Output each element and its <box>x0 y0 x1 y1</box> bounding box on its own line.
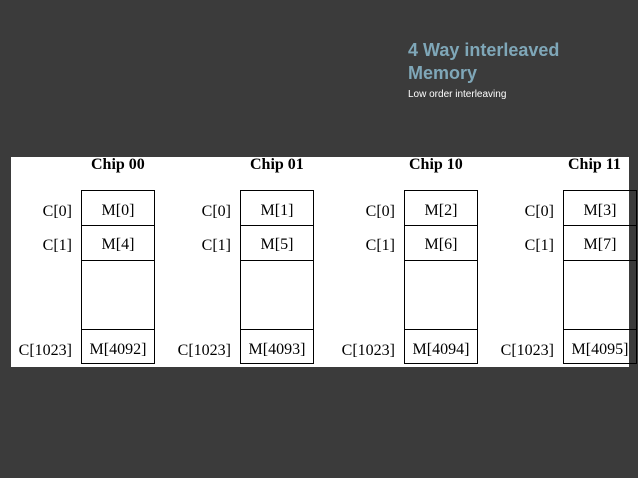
chip-row-label: C[1] <box>365 237 395 254</box>
memory-cell: M[6] <box>424 236 458 253</box>
cell-divider <box>405 225 477 226</box>
cell-divider <box>564 260 636 261</box>
chip-title: Chip 01 <box>250 156 304 173</box>
cell-divider <box>405 329 477 330</box>
chip-row-label: C[1023] <box>341 342 395 359</box>
cell-divider <box>82 225 154 226</box>
memory-chip-block: M[1] M[5] M[4093] <box>240 190 314 364</box>
cell-divider <box>82 260 154 261</box>
memory-cell: M[4095] <box>571 341 629 358</box>
chip-row-label: C[1] <box>42 237 72 254</box>
chip-row-label: C[0] <box>365 203 395 220</box>
memory-cell: M[4] <box>101 236 135 253</box>
memory-cell: M[1] <box>260 202 294 219</box>
chip-row-label: C[1023] <box>18 342 72 359</box>
chip-row-label: C[1023] <box>177 342 231 359</box>
memory-cell: M[4092] <box>89 341 147 358</box>
chip-row-label: C[1] <box>524 237 554 254</box>
cell-divider <box>241 260 313 261</box>
cell-divider <box>564 329 636 330</box>
slide-title-line-2: Memory <box>408 63 478 83</box>
slide-subtitle: Low order interleaving <box>408 89 507 100</box>
chip-row-label: C[0] <box>201 203 231 220</box>
chip-row-label: C[0] <box>524 203 554 220</box>
cell-divider <box>405 260 477 261</box>
cell-divider <box>564 225 636 226</box>
chip-row-label: C[0] <box>42 203 72 220</box>
memory-chip-block: M[2] M[6] M[4094] <box>404 190 478 364</box>
memory-cell: M[2] <box>424 202 458 219</box>
cell-divider <box>241 329 313 330</box>
memory-chip-block: M[3] M[7] M[4095] <box>563 190 637 364</box>
memory-chip-block: M[0] M[4] M[4092] <box>81 190 155 364</box>
chip-row-label: C[1] <box>201 237 231 254</box>
memory-cell: M[4094] <box>412 341 470 358</box>
slide-title: 4 Way interleaved Memory <box>408 39 559 85</box>
memory-diagram: Chip 00 C[0] C[1] C[1023] M[0] M[4] M[40… <box>11 156 637 367</box>
chip-title: Chip 10 <box>409 156 463 173</box>
chip-row-label: C[1023] <box>500 342 554 359</box>
chip-title: Chip 00 <box>91 156 145 173</box>
chip-title: Chip 11 <box>568 156 621 173</box>
memory-cell: M[0] <box>101 202 135 219</box>
memory-cell: M[7] <box>583 236 617 253</box>
slide-title-line-1: 4 Way interleaved <box>408 40 560 60</box>
memory-cell: M[5] <box>260 236 294 253</box>
memory-cell: M[3] <box>583 202 617 219</box>
cell-divider <box>241 225 313 226</box>
cell-divider <box>82 329 154 330</box>
memory-cell: M[4093] <box>248 341 306 358</box>
